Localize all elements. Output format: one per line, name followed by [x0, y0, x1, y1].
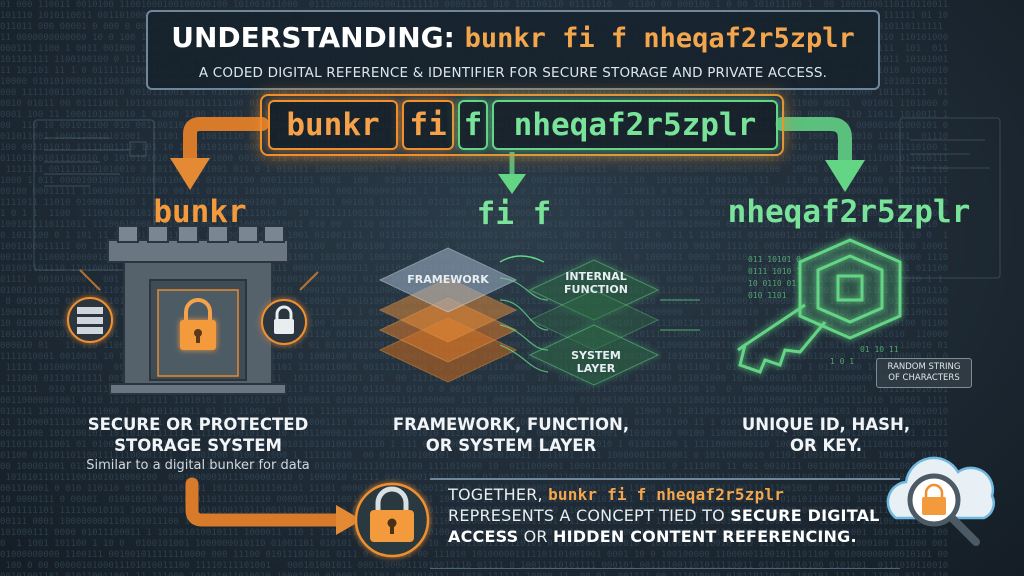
code-part-f: f	[458, 100, 488, 150]
svg-text:010 1101: 010 1101	[748, 291, 787, 300]
description-id: UNIQUE ID, HASH, OR KEY.	[741, 415, 911, 455]
code-part-id: nheqaf2r5zplr	[492, 100, 778, 150]
svg-text:01 10 11: 01 10 11	[860, 345, 899, 354]
svg-text:10 0110 01: 10 0110 01	[748, 279, 796, 288]
terminal-panel	[33, 119, 155, 271]
code-frame	[260, 94, 784, 156]
digital-key-icon	[737, 238, 902, 374]
arrow-to-key	[775, 117, 852, 169]
layer-label-system-layer: SYSTEM LAYER	[571, 349, 621, 375]
arrow-to-lock	[185, 477, 347, 527]
summary-prefix: TOGETHER,	[448, 485, 543, 504]
arrow-head-fif	[498, 174, 526, 194]
padlock-icon	[261, 299, 307, 345]
title-code: bunkr fi f nheqaf2r5zplr	[464, 23, 855, 54]
svg-text:0111 1010 1: 0111 1010 1	[748, 267, 801, 276]
summary-text: TOGETHER, bunkr fi f nheqaf2r5zplr REPRE…	[448, 484, 880, 547]
summary-code: bunkr fi f nheqaf2r5zplr	[548, 485, 785, 504]
title-box: UNDERSTANDING: bunkr fi f nheqaf2r5zplr …	[146, 10, 880, 90]
description-fif: FRAMEWORK, FUNCTION, OR SYSTEM LAYER	[392, 415, 630, 455]
summary-line2-text: REPRESENTS A CONCEPT TIED TO	[448, 506, 725, 525]
page-subtitle: A CODED DIGITAL REFERENCE & IDENTIFIER F…	[198, 65, 828, 81]
column-title-id: nheqaf2r5zplr	[727, 194, 971, 230]
arrow-head-lock	[336, 505, 362, 535]
page-title: UNDERSTANDING: bunkr fi f nheqaf2r5zplr	[148, 21, 878, 54]
stacked-layers-icon	[378, 247, 700, 386]
layer-label-internal-function: INTERNAL FUNCTION	[564, 270, 628, 296]
title-prefix: UNDERSTANDING:	[171, 21, 455, 54]
server-icon	[67, 297, 113, 343]
note-bunkr: Similar to a digital bunker for data	[86, 458, 310, 473]
code-part-bunkr: bunkr	[268, 100, 398, 150]
fortress-lock-icon	[79, 225, 319, 395]
random-string-tag: RANDOM STRING OF CHARACTERS	[876, 358, 972, 388]
right-panel	[899, 117, 1001, 279]
key-binary-text: 011 10101 0 0111 1010 1 10 0110 01 010 1…	[748, 255, 899, 366]
summary-line2-strong: SECURE DIGITAL	[730, 506, 880, 525]
description-bunkr: SECURE OR PROTECTED STORAGE SYSTEM	[87, 415, 309, 455]
summary-box	[430, 478, 900, 569]
svg-text:1 0 1: 1 0 1	[830, 357, 854, 366]
magnifier-icon	[907, 473, 980, 546]
arrow-head-key	[825, 160, 865, 192]
summary-line3-text: OR	[523, 527, 548, 546]
svg-text:011 10101 0: 011 10101 0	[748, 255, 801, 264]
lock-icon	[354, 482, 430, 558]
summary-line3-strong2: HIDDEN CONTENT REFERENCING.	[553, 527, 857, 546]
column-title-fif: fi f	[476, 196, 552, 232]
arrow-head-bunkr	[170, 158, 210, 190]
layer-label-framework: FRAMEWORK	[407, 273, 489, 286]
summary-line3-strong: ACCESS	[448, 527, 519, 546]
code-part-fi: fi	[402, 100, 454, 150]
column-title-bunkr: bunkr	[153, 194, 247, 230]
arrow-to-bunkr	[183, 117, 269, 167]
